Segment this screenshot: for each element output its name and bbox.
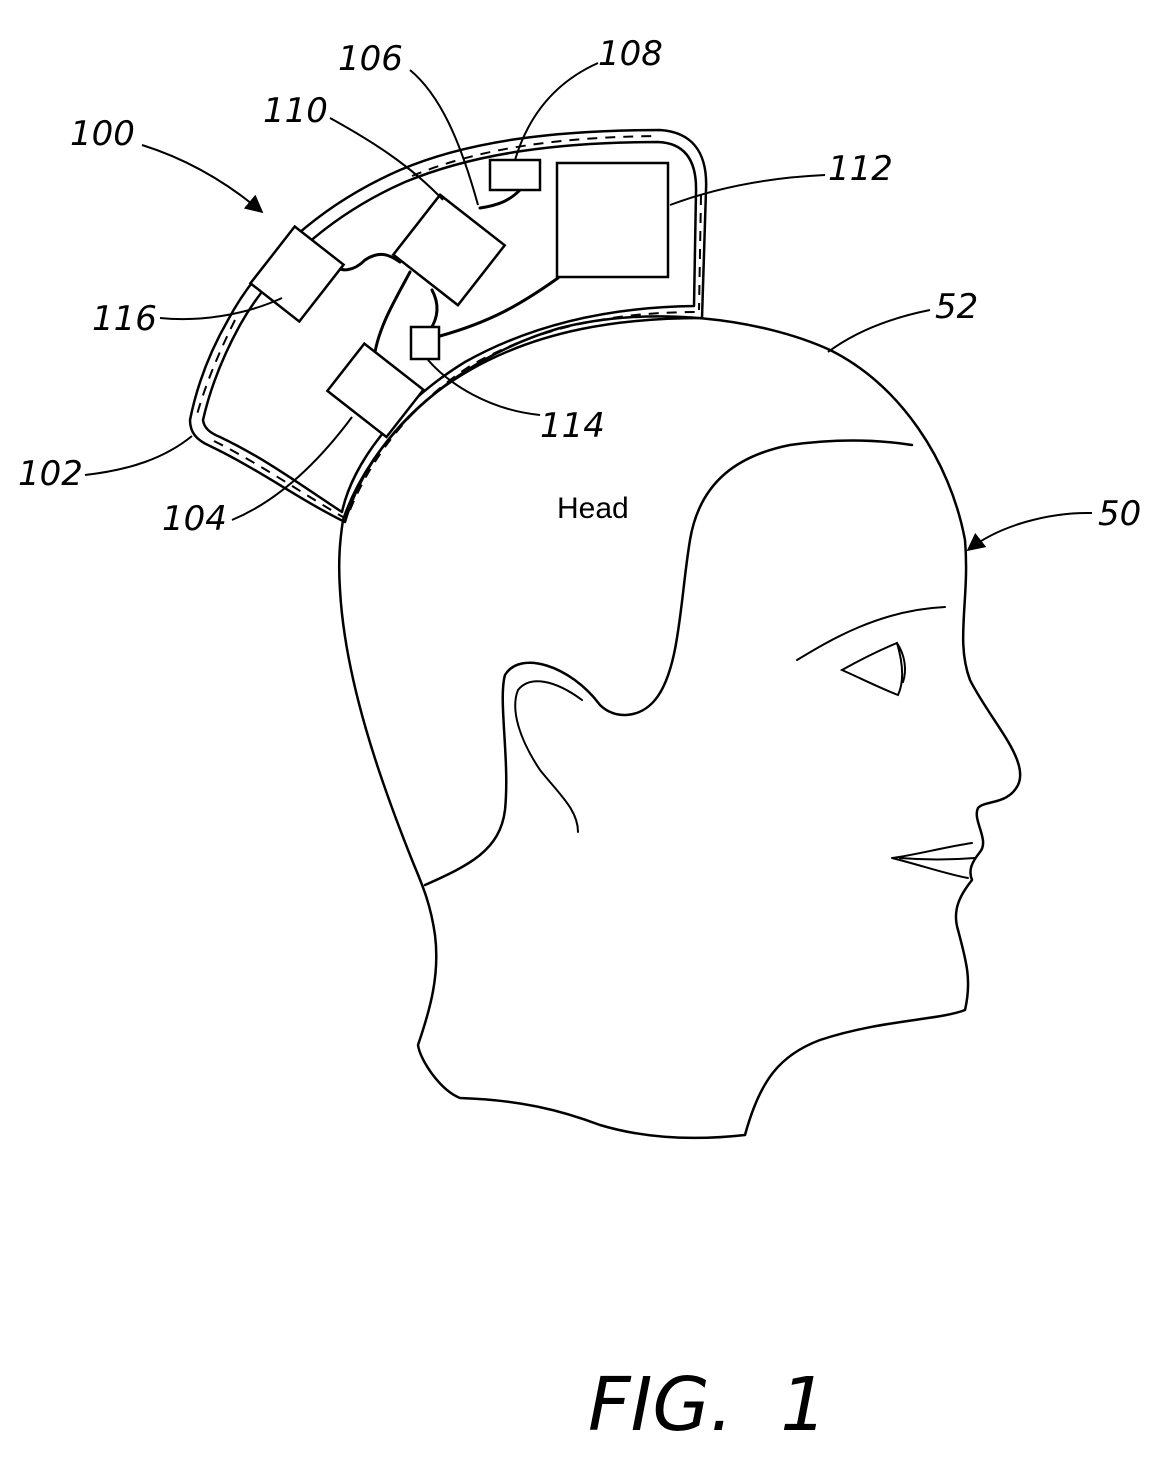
component-110-box [391, 193, 507, 307]
hairline [423, 439, 914, 887]
housing-hatch-top [411, 135, 659, 177]
label-116: 116 [92, 299, 157, 339]
component-116-box [248, 224, 346, 324]
leader-106 [409, 69, 479, 206]
housing-hatch-right [698, 194, 702, 311]
label-100: 100 [70, 114, 135, 154]
head-drawing [337, 315, 1022, 1140]
component-108-box [488, 158, 542, 192]
leader-102 [84, 435, 193, 476]
leader-50 [966, 511, 1093, 552]
components [248, 158, 670, 439]
housing-hatch-inner [349, 311, 699, 511]
leader-108 [514, 62, 599, 161]
leader-52 [827, 309, 931, 353]
eye [839, 641, 904, 697]
wire-110-108 [478, 188, 522, 210]
reference-labels: 100 106 108 110 112 116 114 102 104 52 5… [18, 34, 1141, 1448]
device-housing [188, 128, 708, 524]
label-110: 110 [263, 91, 328, 131]
component-114-box [409, 325, 441, 361]
leader-100 [141, 144, 264, 214]
leader-104 [231, 416, 353, 521]
wire-114-112 [438, 276, 560, 338]
leader-116 [159, 297, 283, 321]
label-104: 104 [162, 499, 227, 539]
housing-inner-shell [201, 140, 698, 514]
leader-114 [427, 359, 541, 416]
eye-lid [896, 642, 906, 683]
label-114: 114 [540, 406, 605, 446]
label-106: 106 [338, 39, 403, 79]
wire-110-114 [428, 288, 439, 332]
housing-hatch-bottom [213, 440, 344, 518]
label-52: 52 [935, 287, 978, 327]
leader-lines [84, 62, 1093, 552]
wire-110-104 [373, 270, 412, 354]
leader-110 [329, 117, 444, 201]
eyebrow [796, 606, 946, 661]
head-text: Head [557, 492, 629, 525]
component-112-box [555, 161, 670, 279]
lips [891, 842, 976, 879]
head-outline [337, 315, 1022, 1140]
component-104-box [325, 341, 426, 439]
label-112: 112 [828, 149, 893, 189]
label-102: 102 [18, 454, 83, 494]
wire-116-110 [331, 252, 402, 272]
leader-112 [669, 174, 826, 206]
housing-hatch-left [195, 319, 236, 419]
label-108: 108 [598, 34, 663, 74]
figure-caption: FIG. 1 [588, 1362, 827, 1448]
ear [514, 680, 583, 833]
label-50: 50 [1098, 494, 1141, 534]
